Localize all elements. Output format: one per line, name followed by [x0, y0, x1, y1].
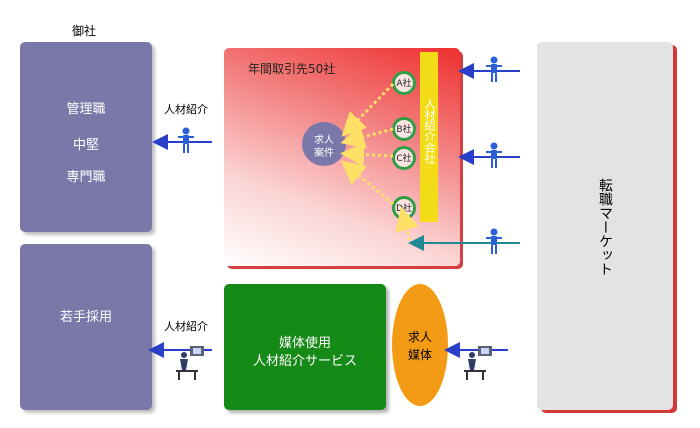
job-bubble-line1: 求人	[314, 135, 334, 146]
job-bubble-line2: 案件	[314, 148, 334, 159]
agency-vertical-label: 人材紹介会社	[423, 98, 436, 164]
person-icon	[486, 142, 502, 168]
computer-user-icon	[464, 346, 492, 380]
media-service-line1: 媒体使用	[278, 336, 331, 351]
media-bubble-line1: 求人	[407, 330, 432, 344]
market-box	[537, 42, 673, 410]
company-title: 御社	[72, 24, 97, 38]
arrow-c-to-job	[340, 142, 394, 167]
role-manager: 管理職	[66, 102, 106, 117]
agency-label-c: C社	[396, 154, 412, 164]
arrow-teal-to-d	[395, 206, 419, 241]
role-specialist: 専門職	[66, 170, 106, 185]
intro-label-bottom: 人材紹介	[164, 320, 208, 333]
media-bubble: 求人 媒体	[392, 284, 448, 406]
computer-user-icon	[176, 346, 204, 380]
person-icon	[486, 56, 502, 82]
media-bubble-line2: 媒体	[407, 348, 432, 362]
role-junior: 若手採用	[59, 310, 112, 325]
agency-label-b: B社	[396, 125, 412, 135]
vertical-label-bar	[420, 52, 438, 222]
agency-ring-a	[392, 71, 416, 95]
company-lower-box: 若手採用	[20, 244, 152, 410]
arrow-a-to-job	[341, 82, 395, 137]
person-icon	[178, 127, 194, 153]
agency-panel-title: 年間取引先50社	[248, 62, 336, 76]
arrow-d-to-job	[340, 160, 394, 206]
agency-ring-c	[392, 146, 416, 170]
market-label: 転職マーケット	[597, 178, 613, 276]
job-bubble: 求人 案件	[302, 122, 346, 166]
arrow-b-to-job	[340, 125, 394, 149]
agency-ring-b	[392, 117, 416, 141]
media-service-box: 媒体使用 人材紹介サービス	[224, 284, 386, 410]
media-service-line2: 人材紹介サービス	[252, 354, 357, 369]
person-icon	[486, 228, 502, 254]
company-upper-box: 管理職 中堅 専門職	[20, 42, 152, 232]
agency-label-a: A社	[396, 79, 412, 89]
role-mid-level: 中堅	[72, 138, 99, 153]
intro-label-top: 人材紹介	[164, 103, 208, 116]
